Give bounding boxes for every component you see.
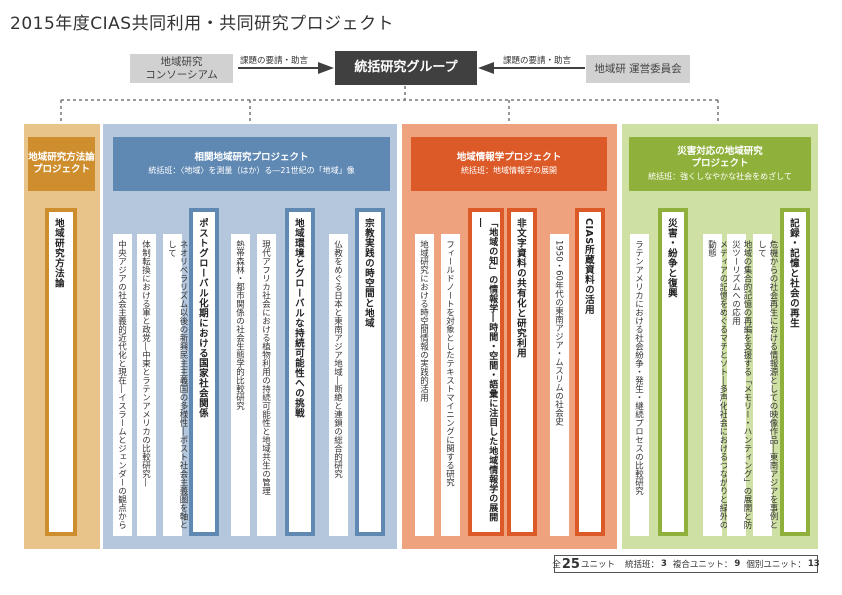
info-header: 地域情報学プロジェクト 統括班：地域情報学の展開 bbox=[411, 137, 607, 191]
related-unit-box: 地域環境とグローバルな持続可能性への挑戦 bbox=[285, 208, 315, 536]
disaster-title: 災害対応の地域研究 プロジェクト bbox=[677, 146, 763, 170]
info-unit-box: 「地域の知」の情報学―時間・空間・語彙に注目した地域情報学の展開― bbox=[468, 208, 504, 536]
methods-header: 地域研究方法論 プロジェクト bbox=[28, 137, 95, 191]
central-value: 3 bbox=[660, 559, 667, 569]
central-label: 統括班： bbox=[624, 560, 659, 570]
disaster-subtitle: 統括班：強くしなやかな社会をめざして bbox=[648, 172, 792, 182]
total-prefix: 全 bbox=[552, 560, 561, 570]
methods-unit-box: 地域研究方法論 bbox=[45, 208, 77, 536]
related-item: 体制転換における軍と政党―中東とラテンアメリカの比較研究― bbox=[137, 234, 156, 536]
disaster-item: 危機からの社会再生における情報源としての映像作品―東南アジアを事例として bbox=[753, 234, 778, 536]
related-item: 現代アフリカ社会における植物利用の持続可能性と地域共生の管理 bbox=[257, 234, 276, 536]
total-number: 25 bbox=[561, 556, 580, 572]
related-item: 熱帯森林・都市関係の社会生態学的比較研究 bbox=[231, 234, 250, 536]
disaster-item: 地域の集合的記憶の再編を支援する「メモリー・ハンティング」の展開と防災ツーリズム… bbox=[727, 234, 752, 536]
disaster-header: 災害対応の地域研究 プロジェクト 統括班：強くしなやかな社会をめざして bbox=[629, 137, 811, 191]
info-item: フィールドノートを対象としたテキストマイニングに関する研究 bbox=[441, 234, 460, 536]
related-item: ネオリベラリズム以後の新興民主主義国の多様性―ポスト社会主義圏を軸として bbox=[163, 234, 188, 536]
right-arrow-label: 課題の要請・助言 bbox=[503, 56, 572, 66]
disaster-item: メディアの記憶をめぐるマチとソト―多声化社会におけるつながりと緑外の動態 bbox=[703, 234, 728, 536]
info-item: 1950・60年代の東南アジア・ムスリムの社会史 bbox=[550, 234, 569, 536]
info-title: 地域情報学プロジェクト bbox=[456, 152, 562, 164]
info-unit-box: 非文字資料の共有化と研究利用 bbox=[507, 208, 537, 536]
related-unit-box: 宗教実践の時空間と地域 bbox=[355, 208, 385, 536]
left-arrow-label: 課題の要請・助言 bbox=[240, 56, 309, 66]
info-unit-box: CIAS所蔵資料の活用 bbox=[575, 208, 605, 536]
related-unit-box: ポストグローバル化期における国家社会関係 bbox=[189, 208, 219, 536]
individual-label: 個別ユニット： bbox=[746, 560, 806, 570]
methods-unit-label: 地域研究方法論 bbox=[52, 218, 64, 288]
related-item: 中央アジアの社会主義的近代化と現在―イスラームとジェンダーの観点から bbox=[113, 234, 132, 536]
related-subtitle: 統括班：〈地域〉を測量（はか）る―21世紀の「地域」像 bbox=[148, 166, 355, 176]
related-header: 相関地域研究プロジェクト 統括班：〈地域〉を測量（はか）る―21世紀の「地域」像 bbox=[113, 137, 390, 191]
info-subtitle: 統括班：地域情報学の展開 bbox=[461, 166, 557, 176]
composite-label: 複合ユニット： bbox=[672, 560, 733, 570]
consortium-box: 地域研究 コンソーシアム bbox=[130, 54, 233, 83]
disaster-unit-box: 災害・紛争と復興 bbox=[658, 208, 688, 536]
page-title: 2015年度CIAS共同利用・共同研究プロジェクト bbox=[10, 14, 395, 34]
disaster-item: ラテンアメリカにおける社会紛争・発生・継続プロセスの比較研究 bbox=[630, 234, 649, 536]
total-suffix: ユニット bbox=[580, 560, 615, 570]
related-item: 仏教をめぐる日本と東南アジア地域―断絶と連鎖の総合的研究 bbox=[329, 234, 348, 536]
individual-value: 13 bbox=[807, 559, 820, 569]
unit-summary: 全 25 ユニット 統括班： 3 複合ユニット： 9 個別ユニット： 13 bbox=[552, 555, 820, 573]
methods-title: 地域研究方法論 プロジェクト bbox=[28, 152, 95, 175]
steering-committee-box: 地域研 運営委員会 bbox=[586, 55, 690, 83]
central-research-group-box: 統括研究グループ bbox=[335, 51, 477, 85]
disaster-unit-box: 記録・記憶と社会の再生 bbox=[780, 208, 810, 536]
info-item: 地域研究における時空間情報の実践的活用 bbox=[415, 234, 434, 536]
related-title: 相関地域研究プロジェクト bbox=[194, 152, 309, 164]
composite-value: 9 bbox=[734, 559, 741, 569]
